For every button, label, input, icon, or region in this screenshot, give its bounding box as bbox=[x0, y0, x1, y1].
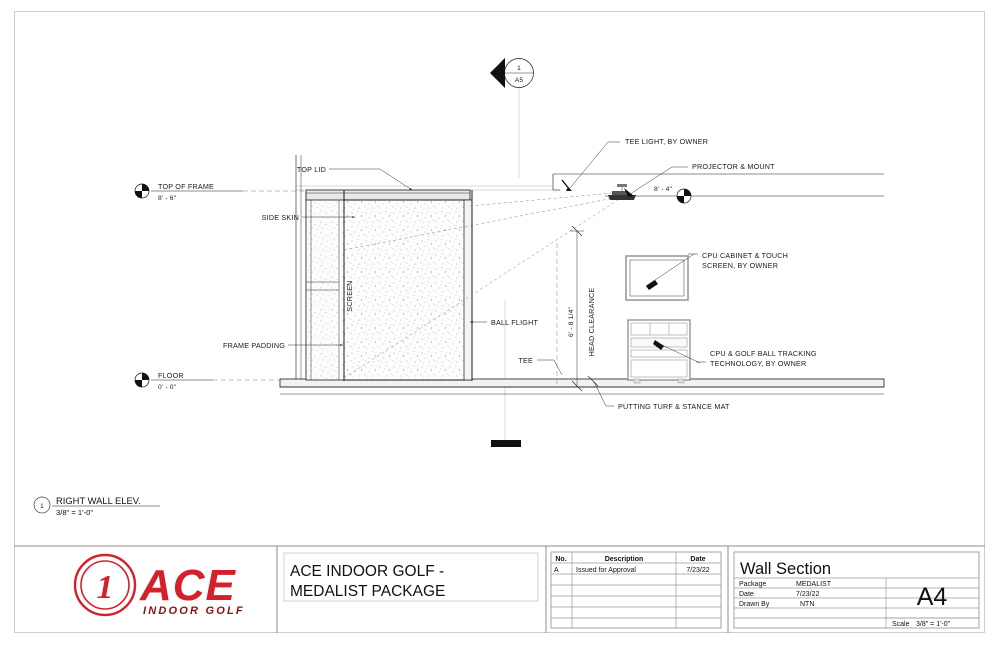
revision-row-date: 7/23/22 bbox=[686, 567, 709, 574]
section-cut-tail bbox=[491, 300, 521, 447]
sheet-info-block: Wall Section Package MEDALIST Date 7/23/… bbox=[733, 551, 980, 629]
level-label-floor: FLOOR bbox=[158, 371, 184, 380]
leader-tee-light: TEE LIGHT, BY OWNER bbox=[569, 137, 708, 189]
logo-tagline: INDOOR GOLF bbox=[143, 605, 245, 617]
level-label-top-of-frame: TOP OF FRAME bbox=[158, 182, 214, 191]
label-tee-light: TEE LIGHT, BY OWNER bbox=[625, 137, 708, 146]
view-title-number: 1 bbox=[40, 503, 44, 510]
leader-top-lid: TOP LID bbox=[297, 165, 413, 191]
sheet-name: Wall Section bbox=[740, 560, 831, 578]
field-label-package: Package bbox=[739, 581, 766, 588]
leader-frame-padding: FRAME PADDING bbox=[223, 341, 344, 350]
label-putting-turf: PUTTING TURF & STANCE MAT bbox=[618, 402, 730, 411]
revision-row-no: A bbox=[554, 567, 559, 574]
view-title-text: RIGHT WALL ELEV. bbox=[56, 495, 141, 506]
field-label-drawn-by: Drawn By bbox=[739, 601, 770, 608]
label-cpu-cabinet-2: SCREEN, BY OWNER bbox=[702, 261, 778, 270]
project-title-line1: ACE INDOOR GOLF - bbox=[290, 563, 444, 580]
leader-tee: TEE bbox=[518, 356, 563, 376]
level-floor[interactable]: FLOOR 0' - 0" bbox=[134, 371, 290, 391]
leader-projector: PROJECTOR & MOUNT bbox=[629, 162, 775, 195]
label-tee: TEE bbox=[518, 356, 533, 365]
label-projector: PROJECTOR & MOUNT bbox=[692, 162, 775, 171]
field-value-drawn-by: NTN bbox=[800, 601, 814, 608]
cpu-touch-screen bbox=[625, 253, 695, 301]
section-marker-a5[interactable]: 1 A5 bbox=[490, 58, 534, 178]
field-value-package: MEDALIST bbox=[796, 581, 832, 588]
label-side-skin: SIDE SKIN bbox=[262, 213, 299, 222]
projection-lines bbox=[343, 191, 625, 379]
scale-value: 3/8" = 1'-0" bbox=[916, 621, 951, 628]
label-cpu-cabinet-1: CPU CABINET & TOUCH bbox=[702, 251, 788, 260]
project-title-line2: MEDALIST PACKAGE bbox=[290, 583, 445, 600]
logo-ace-indoor-golf: 1 ACE INDOOR GOLF bbox=[73, 553, 245, 617]
revision-header-description: Description bbox=[605, 556, 644, 563]
cpu-rack bbox=[627, 319, 701, 384]
sheet-border bbox=[14, 11, 985, 633]
field-label-date: Date bbox=[739, 591, 754, 598]
level-elevation-projector: 8' - 4" bbox=[654, 186, 673, 193]
view-title-scale: 3/8" = 1'-0" bbox=[56, 508, 93, 517]
revision-table: No. Description Date A Issued for Approv… bbox=[550, 551, 722, 629]
ball-flight-annotation: BALL FLIGHT bbox=[469, 318, 538, 327]
label-ball-flight: BALL FLIGHT bbox=[491, 318, 538, 327]
leader-putting-turf: PUTTING TURF & STANCE MAT bbox=[587, 375, 730, 411]
revision-header-no: No. bbox=[555, 556, 566, 563]
leader-tracking-technology: CPU & GOLF BALL TRACKING TECHNOLOGY, BY … bbox=[696, 349, 817, 368]
projector-and-mount bbox=[608, 184, 636, 200]
level-elevation-floor: 0' - 0" bbox=[158, 384, 177, 391]
revision-header-date: Date bbox=[690, 556, 705, 563]
tee-light bbox=[553, 179, 572, 191]
logo-name: ACE bbox=[139, 561, 237, 610]
section-marker-sheet: A5 bbox=[515, 77, 524, 84]
floor-slab bbox=[279, 378, 885, 395]
label-top-lid: TOP LID bbox=[297, 165, 326, 174]
sheet-number: A4 bbox=[917, 583, 948, 611]
view-title[interactable]: 1 RIGHT WALL ELEV. 3/8" = 1'-0" bbox=[33, 495, 160, 517]
field-value-date: 7/23/22 bbox=[796, 591, 819, 598]
section-marker-detail: 1 bbox=[517, 65, 521, 72]
level-projector[interactable]: 8' - 4" bbox=[654, 186, 692, 204]
leader-side-skin: SIDE SKIN bbox=[262, 213, 356, 222]
dimension-value-head-clearance: 6' - 8 1/4" bbox=[568, 307, 575, 337]
dimension-head-clearance: 6' - 8 1/4" HEAD CLEARANCE bbox=[556, 225, 596, 392]
screen-label: SCREEN bbox=[345, 280, 354, 311]
label-tracking-2: TECHNOLOGY, BY OWNER bbox=[710, 359, 806, 368]
screen-enclosure: SCREEN bbox=[305, 189, 473, 381]
dimension-label-head-clearance: HEAD CLEARANCE bbox=[587, 288, 596, 357]
revision-row-description: Issued for Approval bbox=[576, 567, 636, 574]
level-elevation-top-of-frame: 8' - 6" bbox=[158, 195, 177, 202]
logo-mark-number: 1 bbox=[97, 569, 114, 606]
scale-label: Scale bbox=[892, 621, 910, 628]
leader-cpu-cabinet: CPU CABINET & TOUCH SCREEN, BY OWNER bbox=[688, 251, 788, 270]
label-frame-padding: FRAME PADDING bbox=[223, 341, 285, 350]
label-tracking-1: CPU & GOLF BALL TRACKING bbox=[710, 349, 817, 358]
